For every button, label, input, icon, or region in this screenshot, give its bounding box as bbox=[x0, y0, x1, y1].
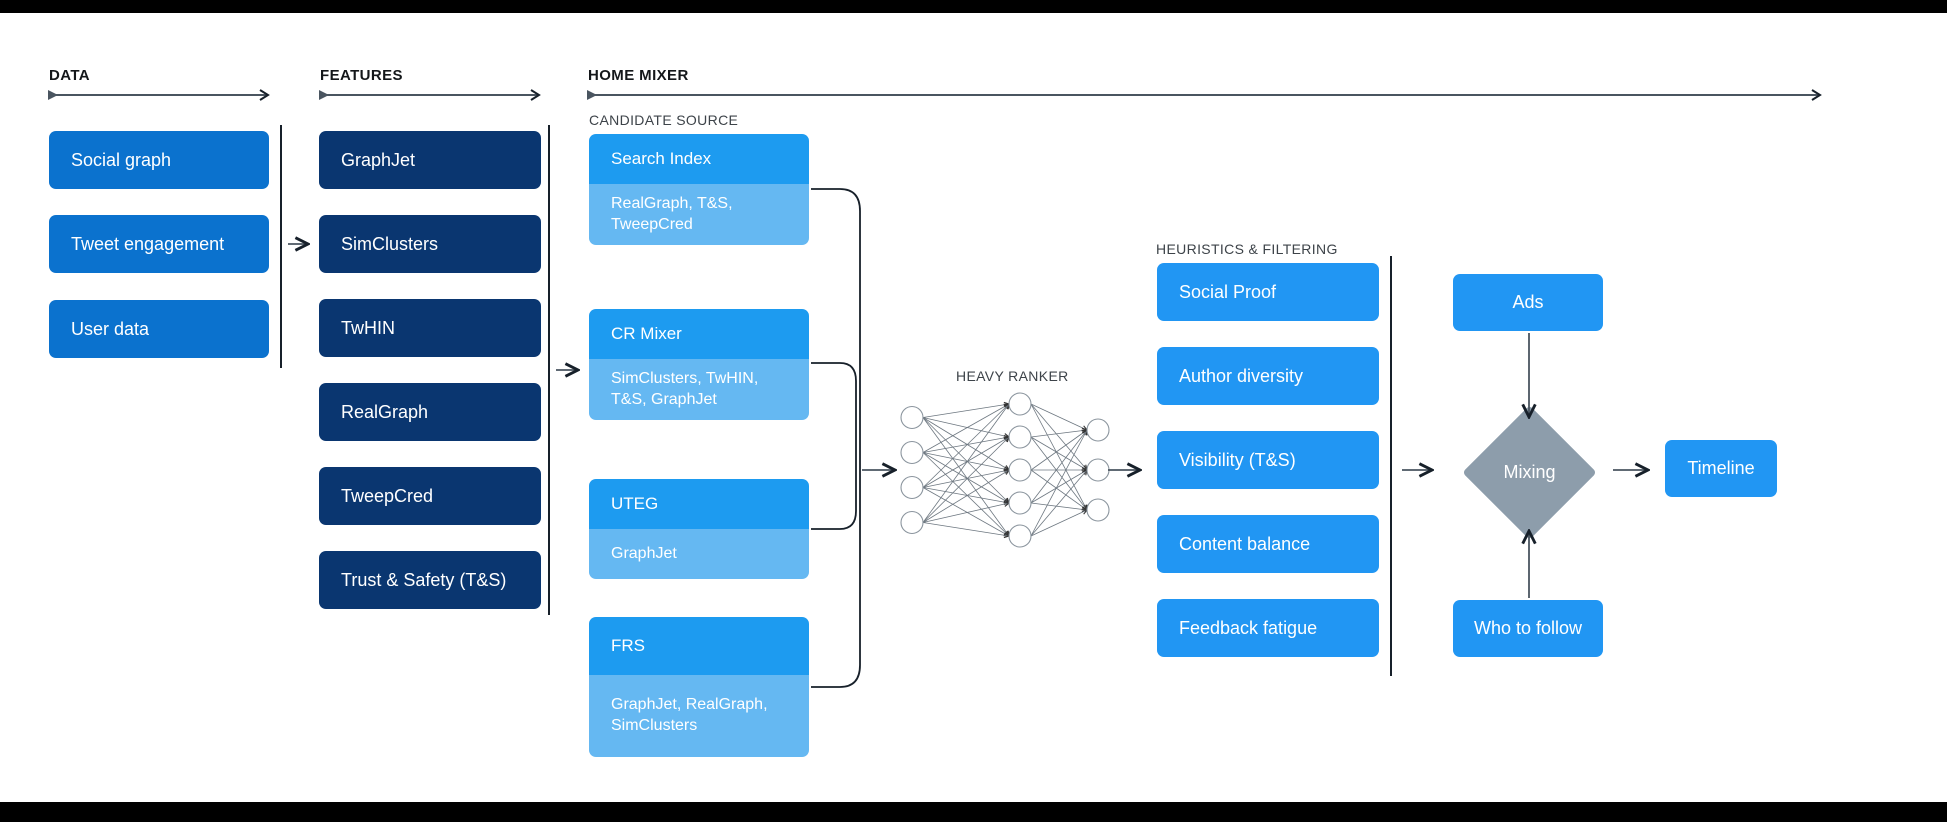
divider-data-features bbox=[280, 125, 282, 368]
candidate-source-uteg[interactable]: UTEG GraphJet bbox=[589, 479, 809, 579]
feature-box-label: TwHIN bbox=[341, 317, 395, 338]
output-box-label: Timeline bbox=[1687, 458, 1755, 478]
output-box-ads[interactable]: Ads bbox=[1453, 274, 1603, 331]
connector-layer bbox=[288, 188, 1947, 688]
brace-candidates-to-ranker bbox=[811, 188, 861, 688]
data-box-social-graph[interactable]: Social graph bbox=[49, 131, 269, 189]
candidate-source-search-index[interactable]: Search Index RealGraph, T&S, TweepCred bbox=[589, 134, 809, 245]
candidate-source-name: FRS bbox=[589, 617, 809, 675]
heuristic-box-label: Visibility (T&S) bbox=[1179, 449, 1296, 470]
column-label-candidate-source: CANDIDATE SOURCE bbox=[589, 112, 739, 128]
output-box-label: Who to follow bbox=[1473, 618, 1583, 638]
heuristic-box-label: Content balance bbox=[1179, 533, 1311, 554]
data-box-label: Tweet engagement bbox=[71, 233, 225, 254]
section-title-data: DATA bbox=[49, 67, 91, 84]
heuristic-box-feedback-fatigue[interactable]: Feedback fatigue bbox=[1157, 599, 1379, 657]
heuristic-box-author-diversity[interactable]: Author diversity bbox=[1157, 347, 1379, 405]
divider-heuristics-output bbox=[1390, 256, 1392, 676]
candidate-source-features: GraphJet, RealGraph, SimClusters bbox=[589, 675, 809, 757]
data-box-label: User data bbox=[71, 318, 150, 339]
data-box-user-data[interactable]: User data bbox=[49, 300, 269, 358]
mixing-label: Mixing bbox=[1503, 461, 1556, 482]
data-box-tweet-engagement[interactable]: Tweet engagement bbox=[49, 215, 269, 273]
feature-box-graphjet[interactable]: GraphJet bbox=[319, 131, 541, 189]
candidate-source-name: CR Mixer bbox=[589, 309, 809, 359]
feature-box-trust-safety[interactable]: Trust & Safety (T&S) bbox=[319, 551, 541, 609]
heuristic-box-social-proof[interactable]: Social Proof bbox=[1157, 263, 1379, 321]
letterbox-top bbox=[0, 0, 1947, 13]
output-box-label: Ads bbox=[1512, 292, 1544, 312]
column-label-heuristics: HEURISTICS & FILTERING bbox=[1156, 241, 1338, 257]
candidate-source-name: UTEG bbox=[589, 479, 809, 529]
heuristic-box-label: Social Proof bbox=[1179, 281, 1277, 302]
output-box-who-to-follow[interactable]: Who to follow bbox=[1453, 600, 1603, 657]
heuristic-box-visibility[interactable]: Visibility (T&S) bbox=[1157, 431, 1379, 489]
output-box-timeline[interactable]: Timeline bbox=[1665, 440, 1777, 497]
letterbox-bottom bbox=[0, 802, 1947, 822]
candidate-source-features: RealGraph, T&S, TweepCred bbox=[589, 184, 809, 245]
data-box-label: Social graph bbox=[71, 149, 172, 170]
feature-box-label: GraphJet bbox=[341, 149, 416, 170]
feature-box-label: SimClusters bbox=[341, 233, 439, 254]
candidate-source-frs[interactable]: FRS GraphJet, RealGraph, SimClusters bbox=[589, 617, 809, 757]
section-title-home-mixer: HOME MIXER bbox=[588, 67, 689, 84]
section-title-features: FEATURES bbox=[320, 67, 403, 84]
heuristic-box-label: Author diversity bbox=[1179, 365, 1304, 386]
feature-box-simclusters[interactable]: SimClusters bbox=[319, 215, 541, 273]
feature-box-tweepcred[interactable]: TweepCred bbox=[319, 467, 541, 525]
section-arrow-data bbox=[48, 89, 273, 101]
feature-box-label: Trust & Safety (T&S) bbox=[341, 569, 507, 590]
diagram-canvas: DATA FEATURES HOME MIXER CANDIDATE SOURC… bbox=[0, 13, 1947, 802]
section-arrow-home-mixer bbox=[587, 89, 1825, 101]
candidate-source-cr-mixer[interactable]: CR Mixer SimClusters, TwHIN, T&S, GraphJ… bbox=[589, 309, 809, 420]
candidate-source-features: GraphJet bbox=[589, 529, 809, 579]
heuristic-box-content-balance[interactable]: Content balance bbox=[1157, 515, 1379, 573]
feature-box-label: TweepCred bbox=[341, 485, 434, 506]
divider-features-homemixer bbox=[548, 125, 550, 615]
heuristic-box-label: Feedback fatigue bbox=[1179, 617, 1318, 638]
section-arrow-features bbox=[319, 89, 544, 101]
column-label-heavy-ranker: HEAVY RANKER bbox=[956, 368, 1069, 384]
candidate-source-name: Search Index bbox=[589, 134, 809, 184]
candidate-source-features: SimClusters, TwHIN, T&S, GraphJet bbox=[589, 359, 809, 420]
heavy-ranker-network bbox=[900, 392, 1110, 548]
feature-box-label: RealGraph bbox=[341, 401, 429, 422]
feature-box-realgraph[interactable]: RealGraph bbox=[319, 383, 541, 441]
feature-box-twhin[interactable]: TwHIN bbox=[319, 299, 541, 357]
